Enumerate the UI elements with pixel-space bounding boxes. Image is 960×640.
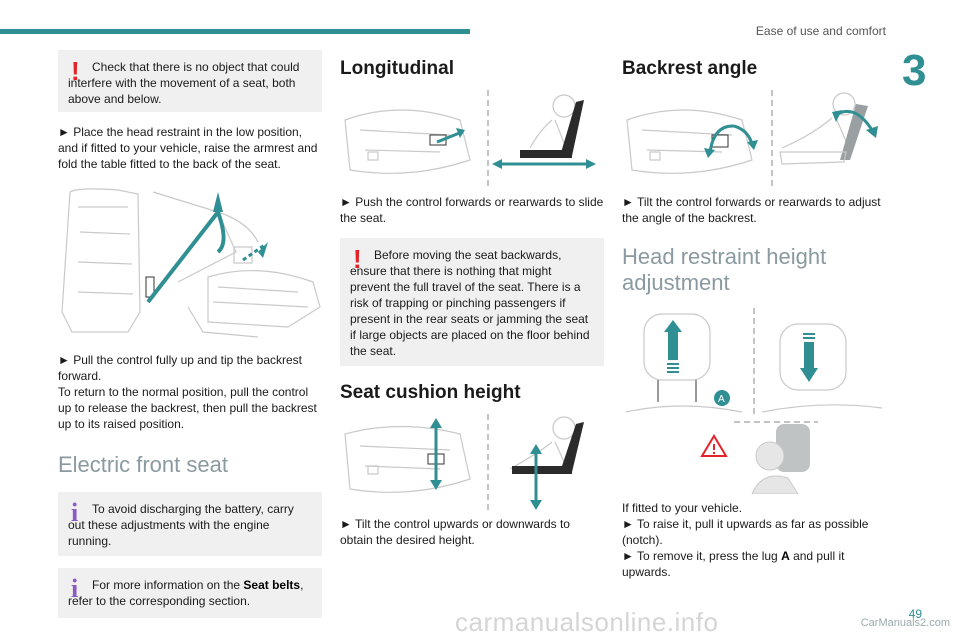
instruction-text: ► To raise it, pull it upwards as far as… [622, 517, 869, 547]
info-icon: i [71, 574, 79, 603]
cushion-height-illustration [340, 414, 604, 510]
column-1: ! Check that there is no object that cou… [58, 50, 322, 618]
instruction-text: To return to the normal position, pull t… [58, 385, 317, 431]
warning-note: ! Check that there is no object that cou… [58, 50, 322, 112]
chapter-number: 3 [902, 46, 927, 95]
watermark-text: carmanualsonline.info [455, 607, 719, 637]
section-title: Backrest angle [622, 58, 758, 79]
warning-note: ! Before moving the seat backwards, ensu… [340, 238, 604, 366]
backrest-tilt-illustration [58, 182, 322, 342]
info-note: i To avoid discharging the battery, carr… [58, 492, 322, 556]
page-number: 49 [908, 607, 922, 621]
info-note: i For more information on the Seat belts… [58, 568, 322, 618]
section-title: Longitudinal [340, 58, 454, 79]
backrest-angle-illustration [622, 90, 886, 186]
watermark-small: CarManuals2.com [860, 617, 950, 629]
instruction-text: ► Place the head restraint in the low po… [58, 125, 318, 171]
head-restraint-illustration: A [622, 308, 886, 495]
label-a: A [718, 394, 725, 405]
info-text: To avoid discharging the battery, carry … [68, 502, 294, 548]
instruction-text: If fitted to your vehicle. [622, 501, 743, 515]
seat-belts-link-text: Seat belts [243, 578, 301, 592]
header-accent-bar [0, 29, 470, 34]
warning-text: Before moving the seat backwards, ensure… [350, 248, 590, 358]
warning-text: Check that there is no object that could… [68, 60, 300, 106]
section-title: Head restraint height adjustment [622, 244, 827, 295]
instruction-text: ► To remove it, press the lug A and pull… [622, 549, 845, 579]
column-2: Longitudinal ► Push the control forwards… [340, 50, 604, 548]
warning-icon: ! [71, 56, 80, 86]
head-restraint-icon: A [625, 308, 883, 495]
seat-slide-icon [344, 90, 596, 186]
instruction-text: ► Push the control forwards or rearwards… [340, 195, 604, 225]
section-title: Electric front seat [58, 452, 228, 477]
warning-triangle-icon [700, 434, 728, 457]
warning-icon: ! [353, 244, 362, 274]
instruction-text: ► Pull the control fully up and tip the … [58, 353, 303, 383]
info-icon: i [71, 498, 79, 527]
section-header: Ease of use and comfort [755, 24, 886, 38]
section-title: Seat cushion height [340, 382, 521, 403]
instruction-text: ► Tilt the control upwards or downwards … [340, 517, 570, 547]
backrest-angle-icon [626, 90, 878, 186]
longitudinal-illustration [340, 90, 604, 186]
instruction-text: ► Tilt the control forwards or rearwards… [622, 195, 881, 225]
seat-height-icon [344, 414, 584, 510]
column-3: Backrest angle ► Tilt the control forwar… [622, 50, 886, 580]
seat-illustration-icon [61, 188, 321, 338]
info-text: For more information on the Seat belts, … [68, 578, 304, 608]
